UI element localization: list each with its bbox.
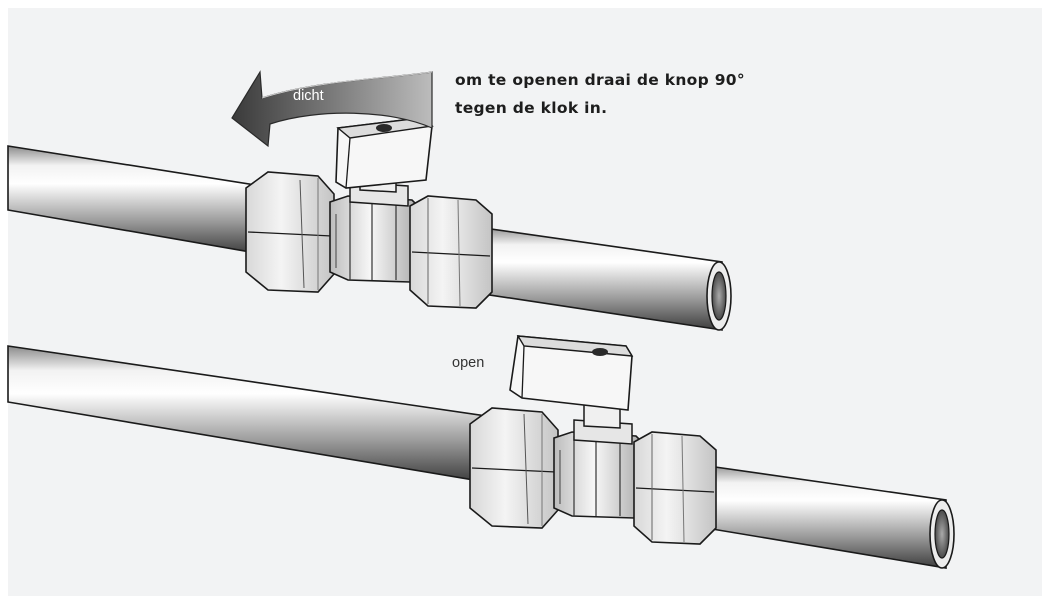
pipe-left-bottom [7, 345, 487, 483]
closed-label: dicht [293, 88, 324, 104]
pipe-right-top [469, 225, 732, 331]
valve-body-bottom [553, 431, 645, 519]
valve-body-top [329, 195, 421, 283]
nut-left-top [245, 171, 335, 293]
nut-right-bottom [633, 431, 717, 545]
instruction-line-2: tegen de klok in. [455, 99, 608, 117]
valve-handle-open [509, 335, 634, 445]
open-label: open [452, 355, 485, 371]
rotation-arrow-icon [231, 70, 433, 148]
nut-left-bottom [469, 407, 559, 529]
valve-closed [7, 117, 732, 331]
nut-right-top [409, 195, 493, 309]
pipe-right-bottom [693, 463, 955, 569]
valve-open [7, 335, 955, 569]
instruction-text: om te openen draai de knop 90° tegen de … [455, 66, 745, 122]
pipe-left-top [7, 145, 263, 255]
valve-handle-closed [335, 117, 434, 207]
instruction-line-1: om te openen draai de knop 90° [455, 71, 745, 89]
